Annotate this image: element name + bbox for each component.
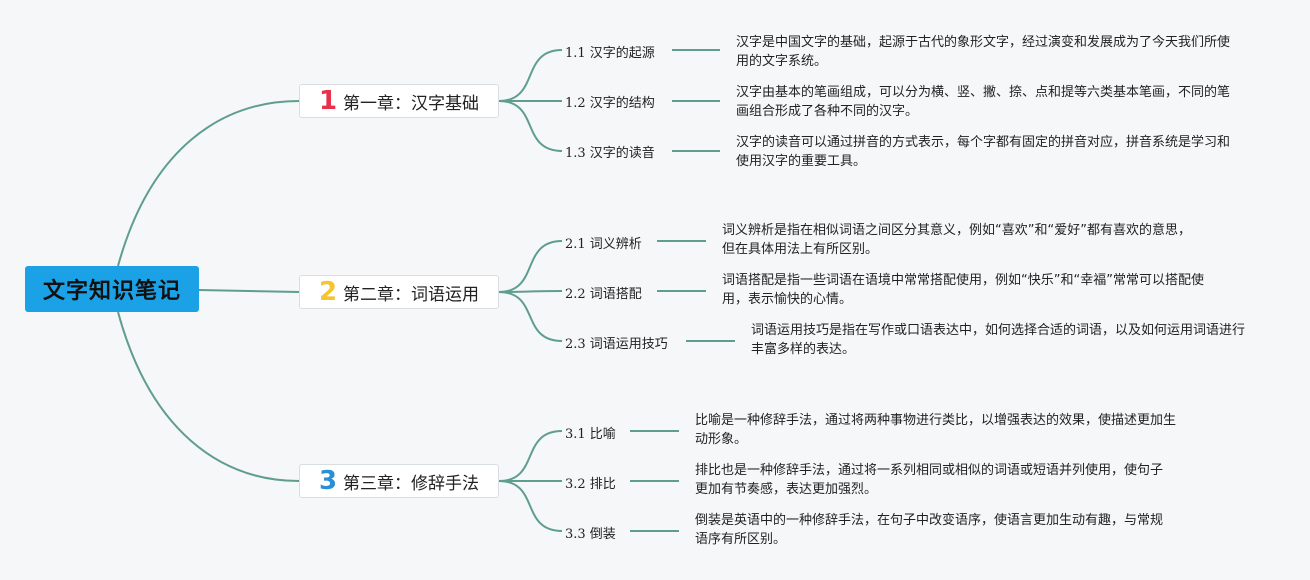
section-2-2[interactable]: 2.2 词语搭配 [565,287,642,302]
number-1-icon: 1 [318,86,338,116]
section-1-1[interactable]: 1.1 汉字的起源 [565,46,655,61]
chapter-1-node[interactable]: 1 第一章：汉字基础 [299,84,499,118]
description-1-2: 汉字由基本的笔画组成，可以分为横、竖、撇、捺、点和提等六类基本笔画，不同的笔画组… [736,85,1231,119]
section-2-3[interactable]: 2.3 词语运用技巧 [565,337,668,352]
root-node[interactable]: 文字知识笔记 [25,266,199,312]
description-1-1: 汉字是中国文字的基础，起源于古代的象形文字，经过演变和发展成为了今天我们所使用的… [736,35,1231,69]
description-1-3: 汉字的读音可以通过拼音的方式表示，每个字都有固定的拼音对应，拼音系统是学习和使用… [736,135,1231,169]
section-3-2[interactable]: 3.2 排比 [565,477,616,492]
connector-ch2-sec3 [498,291,563,342]
description-3-2: 排比也是一种修辞手法，通过将一系列相同或相似的词语或短语并列使用，使句子更加有节… [695,463,1164,497]
description-3-3: 倒装是英语中的一种修辞手法，在句子中改变语序，使语言更加生动有趣，与常规语序有所… [695,513,1164,547]
chapter-2-label: 第二章：词语运用 [343,284,480,305]
connector-ch2-sec2 [498,290,563,293]
section-2-1[interactable]: 2.1 词义辨析 [565,237,642,252]
connector-root-ch1 [117,100,300,267]
connector-ch2-sec1 [498,240,563,293]
connector-ch1-sec1 [498,49,563,102]
section-1-3[interactable]: 1.3 汉字的读音 [565,146,655,161]
section-1-2[interactable]: 1.2 汉字的结构 [565,96,655,111]
section-3-3[interactable]: 3.3 倒装 [565,527,616,542]
section-3-1[interactable]: 3.1 比喻 [565,427,616,442]
connector-root-ch3 [117,311,300,482]
chapter-3-label: 第三章：修辞手法 [343,473,480,494]
description-2-2: 词语搭配是指一些词语在语境中常常搭配使用，例如“快乐”和“幸福”常常可以搭配使用… [722,273,1204,307]
number-3-icon: 3 [318,466,338,496]
number-2-icon: 2 [318,277,338,307]
connector-ch1-sec3 [498,100,563,152]
connector-root-ch2 [198,289,300,293]
connector-ch3-sec3 [498,480,563,532]
connector-ch3-sec1 [498,430,563,482]
chapter-1-label: 第一章：汉字基础 [343,93,480,114]
description-2-1: 词义辨析是指在相似词语之间区分其意义，例如“喜欢”和“爱好”都有喜欢的意思，但在… [722,223,1191,257]
description-3-1: 比喻是一种修辞手法，通过将两种事物进行类比，以增强表达的效果，使描述更加生动形象… [695,413,1177,447]
chapter-3-node[interactable]: 3 第三章：修辞手法 [299,464,499,498]
description-2-3: 词语运用技巧是指在写作或口语表达中，如何选择合适的词语，以及如何运用词语进行丰富… [751,323,1246,357]
chapter-2-node[interactable]: 2 第二章：词语运用 [299,275,499,309]
